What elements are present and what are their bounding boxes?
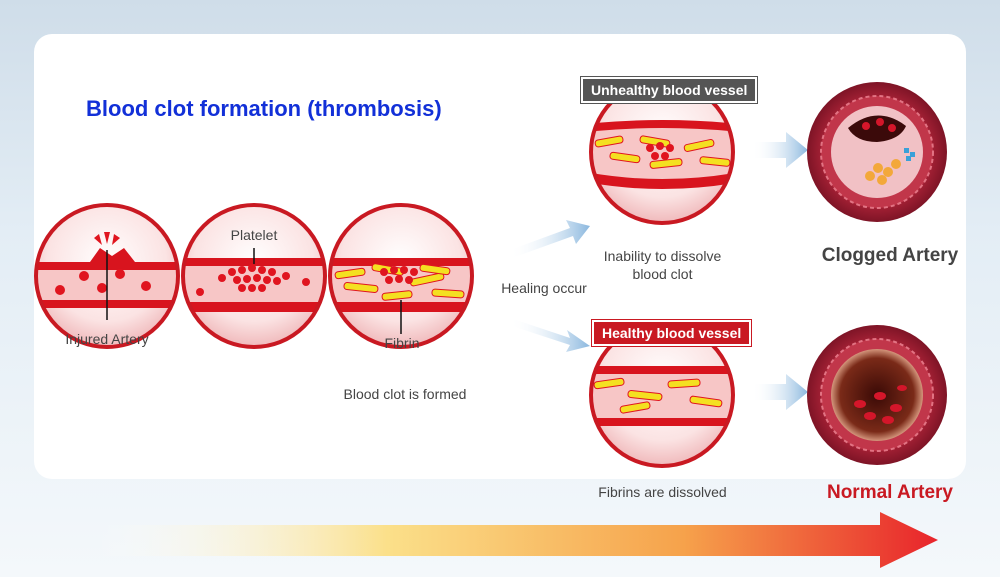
fibrin-circle [328,203,474,349]
injured-artery-label: Injured Artery [65,331,149,347]
fibrins-dissolved-label: Fibrins are dissolved [598,484,727,500]
page-title: Blood clot formation (thrombosis) [86,96,442,121]
blood-clot-formed-label: Blood clot is formed [343,386,467,402]
healthy-vessel-tag: Healthy blood vessel [592,320,752,346]
unhealthy-vessel-tag: Unhealthy blood vessel [581,77,758,103]
clogged-artery-illustration [807,82,947,222]
inability-line-2: blood clot [632,266,693,282]
fibrin-label: Fibrin [384,335,420,351]
arrow-down-right [510,318,590,352]
healing-occur-label: Healing occur [501,280,587,296]
arrow-to-normal [752,374,808,410]
progression-arrow [90,512,938,568]
normal-artery-illustration [807,325,947,465]
inability-label: Inability to dissolve blood clot [590,247,735,283]
arrow-to-clogged [752,132,808,168]
unhealthy-vessel-circle [589,79,735,225]
injured-artery-circle [34,203,180,349]
arrow-up-right [510,220,590,258]
platelet-label: Platelet [230,227,278,243]
normal-artery-label: Normal Artery [826,482,953,503]
clogged-artery-label: Clogged Artery [821,245,959,266]
inability-line-1: Inability to dissolve [603,248,722,264]
platelet-circle [181,203,327,349]
